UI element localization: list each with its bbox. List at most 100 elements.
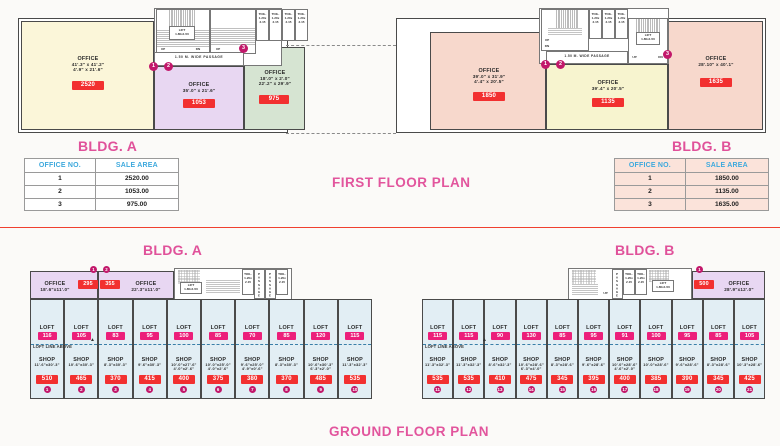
section-divider xyxy=(0,227,780,228)
shop-unit[interactable] xyxy=(235,299,270,399)
gf-a-toilet-1 xyxy=(242,269,254,295)
shop-unit[interactable] xyxy=(515,299,547,399)
ff-b-marker-2[interactable]: 2 xyxy=(556,60,565,69)
loft-line xyxy=(610,344,640,345)
shop-unit[interactable] xyxy=(609,299,641,399)
ff-a-office-1 xyxy=(21,21,154,130)
shop-marker[interactable]: 8 xyxy=(283,386,290,393)
loft-area: 83 xyxy=(106,332,125,340)
shop-unit[interactable] xyxy=(30,299,65,399)
shop-unit[interactable] xyxy=(702,299,734,399)
shop-marker[interactable]: 20 xyxy=(714,386,722,393)
shop-unit[interactable] xyxy=(201,299,236,399)
shop-unit[interactable] xyxy=(98,299,133,399)
ff-b-stair-left-up: UP xyxy=(544,38,550,42)
gf-b-office-1-label: OFFICE 28'.9"x12'.0" xyxy=(724,281,754,293)
shop-unit[interactable] xyxy=(422,299,454,399)
shop-unit[interactable] xyxy=(166,299,201,399)
shop-unit[interactable] xyxy=(64,299,99,399)
shop-unit[interactable] xyxy=(269,299,304,399)
loft-line xyxy=(99,344,132,345)
shop-marker[interactable]: 19 xyxy=(683,386,691,393)
ff-a-marker-2[interactable]: 2 xyxy=(164,62,173,71)
shop-unit[interactable] xyxy=(484,299,516,399)
ff-a-stair-1-dn: DN xyxy=(195,47,201,51)
loft-area: 85 xyxy=(208,332,228,340)
ff-a-marker-3[interactable]: 3 xyxy=(239,44,248,53)
ff-a-lift-label: LIFT xyxy=(178,28,186,32)
ff-a-th-sale-area: SALE AREA xyxy=(94,158,180,173)
ff-a-office-2-label: OFFICE 35'.0" x 21'.6" xyxy=(182,82,216,94)
shop-unit[interactable] xyxy=(734,299,766,399)
table-row: 3 1635.00 xyxy=(614,197,770,212)
shop-unit[interactable] xyxy=(337,299,372,399)
gf-b-loft-line-note: LOFT LINE ABOVE xyxy=(425,344,465,349)
shop-marker[interactable]: 14 xyxy=(527,386,535,393)
ff-b-lift-label: LIFT xyxy=(644,33,652,37)
gf-a-toilet-2-dim: 1.20x 2.15 xyxy=(278,276,286,284)
gf-a-passage-label-2: PASSAGE xyxy=(268,272,272,298)
loft-label: LOFT xyxy=(617,325,633,331)
shop-unit[interactable] xyxy=(546,299,578,399)
loft-line xyxy=(133,344,166,345)
shop-marker[interactable]: 15 xyxy=(558,386,566,393)
ff-b-toilet-1-label: TOIL. xyxy=(591,12,600,16)
shop-marker[interactable]: 17 xyxy=(621,386,629,393)
shop-unit[interactable] xyxy=(578,299,610,399)
ff-a-office-1-label: OFFICE 41'.3" x 41'.2" 4'.9" x 21'.6" xyxy=(71,56,105,73)
loft-area: 70 xyxy=(242,332,262,340)
loft-area: 95 xyxy=(584,332,604,340)
loft-label: LOFT xyxy=(142,325,158,331)
ff-a-office-3-area: 975 xyxy=(259,95,289,104)
shop-marker[interactable]: 5 xyxy=(180,386,188,393)
gf-a-office-2-label: OFFICE 22'.3"x11'.0" xyxy=(131,281,161,293)
gf-bldg-b-title: BLDG. B xyxy=(615,242,675,258)
shop-marker[interactable]: 1 xyxy=(43,386,51,393)
ff-b-toilet-1 xyxy=(589,9,602,39)
shop-unit[interactable] xyxy=(453,299,485,399)
shop-marker[interactable]: 9 xyxy=(317,386,325,393)
ff-b-toilet-3 xyxy=(615,9,628,39)
loft-label: LOFT xyxy=(313,325,329,331)
ff-b-stair-right-flight xyxy=(636,19,660,35)
ff-b-marker-3[interactable]: 3 xyxy=(663,50,672,59)
shop-marker[interactable]: 21 xyxy=(746,386,754,393)
shop-unit[interactable] xyxy=(303,299,338,399)
shop-marker[interactable]: 4 xyxy=(146,386,154,393)
shop-area: 510 xyxy=(36,375,59,384)
gf-b-loft-arrow-icon: ▲ xyxy=(482,337,487,343)
shop-area: 400 xyxy=(172,375,195,384)
shop-area: 345 xyxy=(707,375,730,384)
shop-marker[interactable]: 13 xyxy=(496,386,504,393)
shop-marker[interactable]: 6 xyxy=(214,386,222,393)
ff-b-office-1 xyxy=(430,32,546,130)
shop-marker[interactable]: 16 xyxy=(590,386,598,393)
shop-marker[interactable]: 3 xyxy=(112,386,119,393)
gf-a-office-1-marker[interactable]: 1 xyxy=(90,266,97,273)
shop-marker[interactable]: 2 xyxy=(77,386,85,393)
loft-line xyxy=(270,344,303,345)
table-row: 3 975.00 xyxy=(24,197,180,212)
gf-a-office-2-marker[interactable]: 2 xyxy=(103,266,110,273)
ff-a-passage xyxy=(154,52,244,66)
ff-a-marker-1[interactable]: 1 xyxy=(149,62,158,71)
loft-line xyxy=(423,344,453,345)
shop-unit[interactable] xyxy=(132,299,167,399)
loft-area: 95 xyxy=(140,332,160,340)
ff-bldg-b-area-table: OFFICE NO. SALE AREA 1 1850.00 2 1135.00… xyxy=(614,158,770,212)
ff-bldg-a-plan: OFFICE 41'.3" x 41'.2" 4'.9" x 21'.6" 25… xyxy=(18,8,308,133)
shop-marker[interactable]: 7 xyxy=(248,386,256,393)
shop-marker[interactable]: 10 xyxy=(351,386,359,393)
gf-b-office-1-marker[interactable]: 1 xyxy=(696,266,703,273)
ff-a-toilet-2 xyxy=(269,9,282,41)
shop-marker[interactable]: 18 xyxy=(652,386,660,393)
loft-area: 85 xyxy=(277,332,296,340)
shop-unit[interactable] xyxy=(640,299,672,399)
shop-marker[interactable]: 11 xyxy=(434,386,442,393)
shop-marker[interactable]: 12 xyxy=(465,386,473,393)
shop-unit[interactable] xyxy=(671,299,703,399)
ff-b-marker-1[interactable]: 1 xyxy=(541,60,550,69)
